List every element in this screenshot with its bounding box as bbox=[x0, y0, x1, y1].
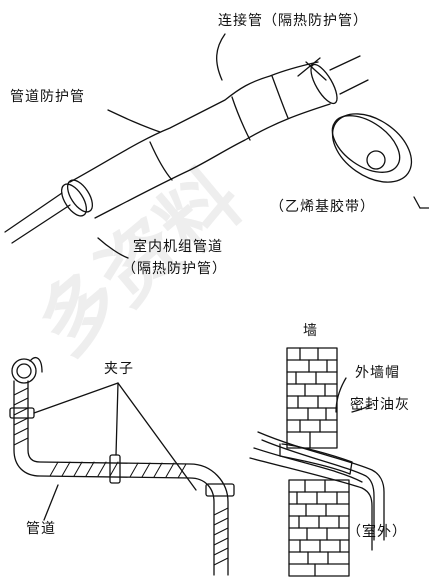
label-pipe-protection-tube: 管道防护管 bbox=[10, 89, 85, 105]
label-clamp: 夹子 bbox=[104, 361, 134, 377]
label-indoor-pipe-line2: （隔热防护管） bbox=[122, 261, 227, 277]
label-outdoor: （室外） bbox=[347, 524, 407, 540]
label-pipe: 管道 bbox=[26, 521, 56, 537]
label-sealant: 密封油灰 bbox=[350, 397, 410, 413]
label-connecting-pipe: 连接管（隔热防护管） bbox=[218, 13, 368, 29]
label-indoor-pipe-line1: 室内机组管道 bbox=[133, 239, 223, 255]
wall-penetration bbox=[249, 347, 385, 577]
label-wall: 墙 bbox=[303, 323, 318, 339]
clamped-pipe bbox=[9, 357, 235, 576]
label-wall-cap: 外墙帽 bbox=[355, 365, 400, 381]
label-ethylene-tape: （乙烯基胶带） bbox=[270, 199, 375, 215]
covered-pipe-assembly bbox=[4, 55, 421, 244]
